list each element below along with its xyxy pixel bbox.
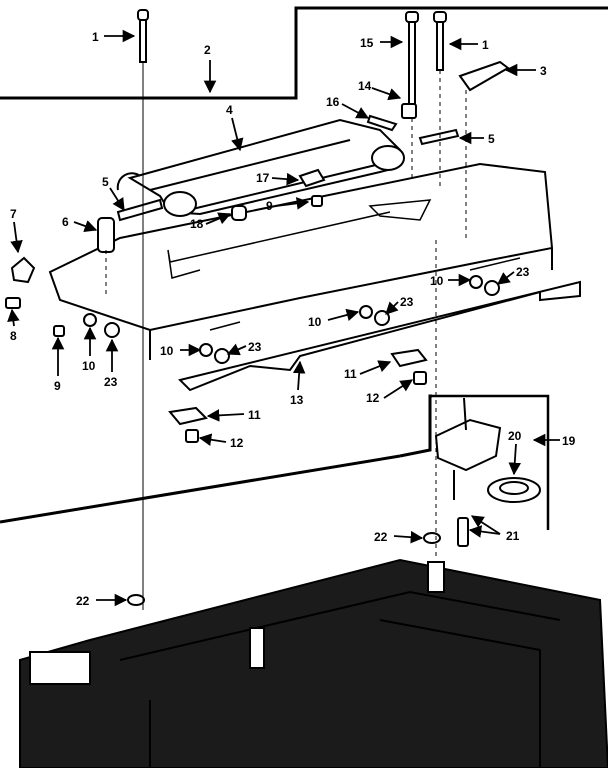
frame-outline bbox=[0, 6, 608, 524]
callout-17: 17 bbox=[256, 171, 270, 185]
callout-23-center: 23 bbox=[400, 295, 414, 309]
callout-9-top: 9 bbox=[266, 199, 273, 213]
callout-10-left: 10 bbox=[82, 359, 96, 373]
callout-2: 2 bbox=[204, 43, 211, 57]
callout-6: 6 bbox=[62, 215, 69, 229]
callout-1-left: 1 bbox=[92, 30, 99, 44]
machine-base bbox=[19, 558, 608, 768]
callout-11-right: 11 bbox=[344, 367, 357, 381]
callout-23-mid: 23 bbox=[248, 340, 262, 354]
callout-10-mid: 10 bbox=[160, 344, 174, 358]
callout-21: 21 bbox=[506, 529, 520, 543]
leader-arrows bbox=[7, 29, 560, 607]
callout-3: 3 bbox=[540, 64, 547, 78]
switch-assembly bbox=[432, 394, 550, 547]
callout-11-left: 11 bbox=[248, 408, 261, 422]
callout-22-right: 22 bbox=[374, 530, 388, 544]
callout-22-left: 22 bbox=[76, 594, 90, 608]
callout-16: 16 bbox=[326, 95, 340, 109]
callout-4: 4 bbox=[226, 103, 233, 117]
callout-12-right: 12 bbox=[366, 391, 380, 405]
callout-8: 8 bbox=[10, 329, 17, 343]
callout-23-left: 23 bbox=[104, 375, 118, 389]
callout-9-left: 9 bbox=[54, 379, 61, 393]
callout-18: 18 bbox=[190, 217, 204, 231]
callout-labels: 1 2 15 1 3 4 14 16 5 5 6 7 17 18 9 8 9 1… bbox=[10, 30, 576, 608]
callout-10-center: 10 bbox=[308, 315, 322, 329]
callout-5-left: 5 bbox=[102, 175, 109, 189]
callout-14: 14 bbox=[358, 79, 372, 93]
callout-20: 20 bbox=[508, 429, 522, 443]
pins-and-fasteners bbox=[5, 9, 510, 606]
callout-10-right: 10 bbox=[430, 274, 444, 288]
callout-13: 13 bbox=[290, 393, 304, 407]
callout-23-right: 23 bbox=[516, 265, 530, 279]
callout-5-right: 5 bbox=[488, 132, 495, 146]
callout-19: 19 bbox=[562, 434, 576, 448]
handle bbox=[116, 118, 405, 217]
callout-7: 7 bbox=[10, 207, 17, 221]
lower-rail bbox=[178, 257, 581, 392]
callout-15: 15 bbox=[360, 36, 374, 50]
top-cover bbox=[48, 162, 554, 360]
alignment-lines bbox=[105, 62, 467, 610]
callout-1-right: 1 bbox=[482, 38, 489, 52]
callout-12-left: 12 bbox=[230, 436, 244, 450]
